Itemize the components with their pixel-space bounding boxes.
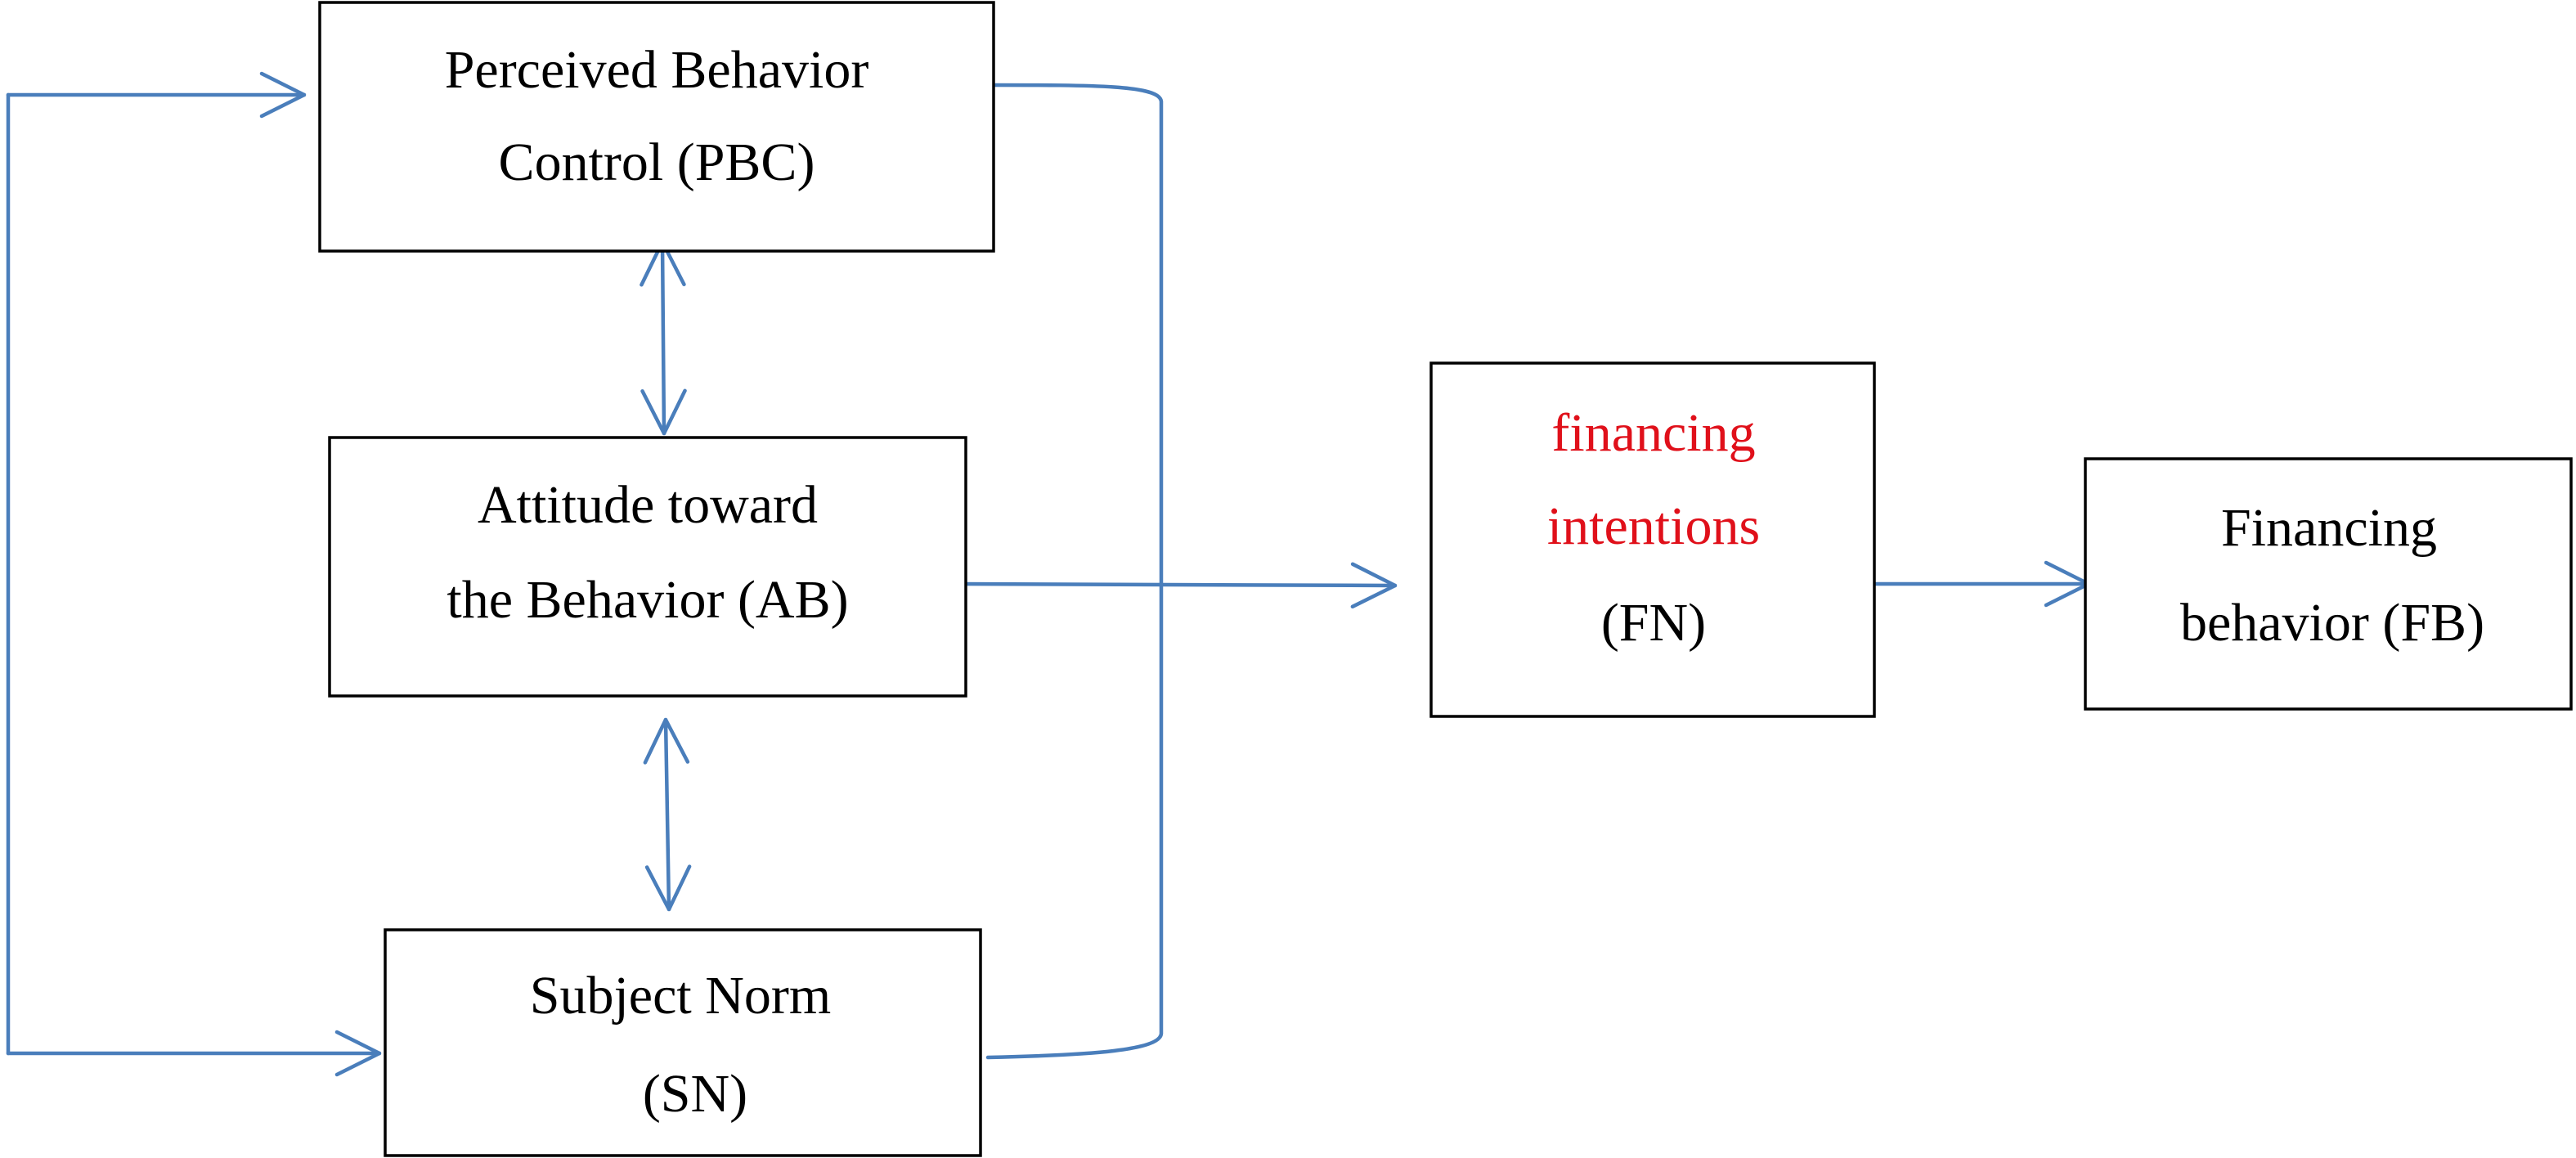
- sn-box: Subject Norm (SN): [384, 928, 982, 1157]
- arrow-ab-sn-bidirectional: [666, 717, 669, 912]
- ab-label-line1: Attitude toward: [478, 475, 818, 535]
- sn-label-line2: (SN): [643, 1064, 747, 1124]
- pbc-label-line1: Perceived Behavior: [445, 40, 869, 100]
- fn-label-line1: financing: [1551, 403, 1755, 463]
- sn-label-line1: Subject Norm: [530, 966, 831, 1026]
- arrow-pbc-ab-bidirectional: [662, 240, 664, 436]
- pbc-box: Perceived Behavior Control (PBC): [318, 1, 995, 253]
- ab-label-line2: the Behavior (AB): [447, 570, 848, 630]
- fb-box: Financing behavior (FB): [2084, 457, 2573, 711]
- connectors: [6, 83, 2091, 1060]
- fb-label-line1: Financing: [2221, 498, 2437, 558]
- pbc-label-line2: Control (PBC): [499, 132, 815, 192]
- arrow-ab-to-fn: [956, 584, 1398, 586]
- fn-box: financing intentions (FN): [1429, 361, 1876, 718]
- fb-label-line2: behavior (FB): [2180, 593, 2484, 653]
- right-join-connector: [985, 83, 1164, 1060]
- fn-label-line3: (FN): [1601, 593, 1706, 653]
- fn-label-line2: intentions: [1547, 496, 1760, 556]
- ab-box: Attitude toward the Behavior (AB): [328, 436, 967, 698]
